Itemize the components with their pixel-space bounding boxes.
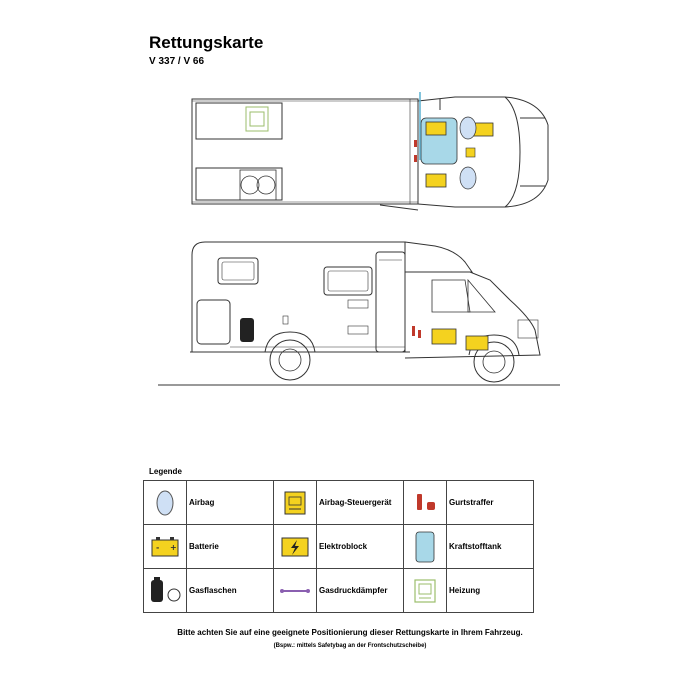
legend-label-battery: Batterie — [186, 524, 274, 569]
airbag-top-1 — [459, 116, 477, 140]
legend-heading: Legende — [149, 467, 182, 476]
side-view — [158, 241, 560, 386]
model-subtitle: V 337 / V 66 — [149, 56, 205, 67]
footer-note: Bitte achten Sie auf eine geeignete Posi… — [177, 628, 523, 637]
legend-icon-cell — [143, 568, 187, 613]
fuel-tank-icon — [415, 531, 435, 562]
legend-icon-cell — [143, 480, 187, 525]
belt-tensioner-icon — [417, 493, 435, 510]
vehicle-drawings — [158, 92, 560, 386]
gas-spring-icon — [280, 588, 310, 593]
legend-label-gas-bottles: Gasflaschen — [186, 568, 274, 613]
legend-label-airbag: Airbag — [186, 480, 274, 525]
legend-row: - + Batterie Elektroblock Kraftstofftank — [143, 524, 534, 569]
heater-top — [245, 106, 269, 132]
top-view — [191, 96, 549, 211]
gas-bottle-icon — [151, 576, 181, 602]
page-title: Rettungskarte — [149, 33, 264, 52]
svg-text:-: - — [156, 543, 159, 552]
battery-icon: - + — [151, 536, 179, 556]
legend-row: Airbag Airbag-Steuergerät Gurtstraffer — [143, 480, 534, 525]
legend-label-heater: Heizung — [446, 568, 534, 613]
legend-icon-cell — [273, 524, 317, 569]
legend-label-belt-tensioner: Gurtstraffer — [446, 480, 534, 525]
legend-icon-cell — [273, 568, 317, 613]
gas-bottles-top — [239, 169, 277, 201]
electrical-block-icon — [281, 537, 309, 556]
legend-icon-cell — [273, 480, 317, 525]
heater-icon — [414, 578, 436, 603]
battery-top-1 — [425, 121, 447, 136]
legend-table: Airbag Airbag-Steuergerät Gurtstraffer - — [143, 480, 534, 613]
legend-icon-cell: - + — [143, 524, 187, 569]
legend-label-electrical-block: Elektroblock — [316, 524, 404, 569]
legend-icon-cell — [403, 568, 447, 613]
airbag-icon — [156, 490, 174, 515]
gas-bottle-side — [240, 318, 254, 342]
legend-label-gas-spring: Gasdruckdämpfer — [316, 568, 404, 613]
airbag-top-2 — [459, 166, 477, 190]
battery-side-1 — [431, 328, 457, 345]
footer-subnote: (Bspw.: mittels Safetybag an der Frontsc… — [273, 643, 427, 649]
battery-top-3 — [425, 173, 447, 188]
legend-label-fuel-tank: Kraftstofftank — [446, 524, 534, 569]
battery-side-2 — [465, 335, 489, 351]
airbag-ecu-top — [465, 147, 476, 158]
legend-icon-cell — [403, 480, 447, 525]
airbag-control-unit-icon — [284, 491, 306, 514]
svg-text:+: + — [170, 543, 177, 552]
legend-label-airbag-ecu: Airbag-Steuergerät — [316, 480, 404, 525]
legend-row: Gasflaschen Gasdruckdämpfer Heizung — [143, 568, 534, 613]
legend-icon-cell — [403, 524, 447, 569]
